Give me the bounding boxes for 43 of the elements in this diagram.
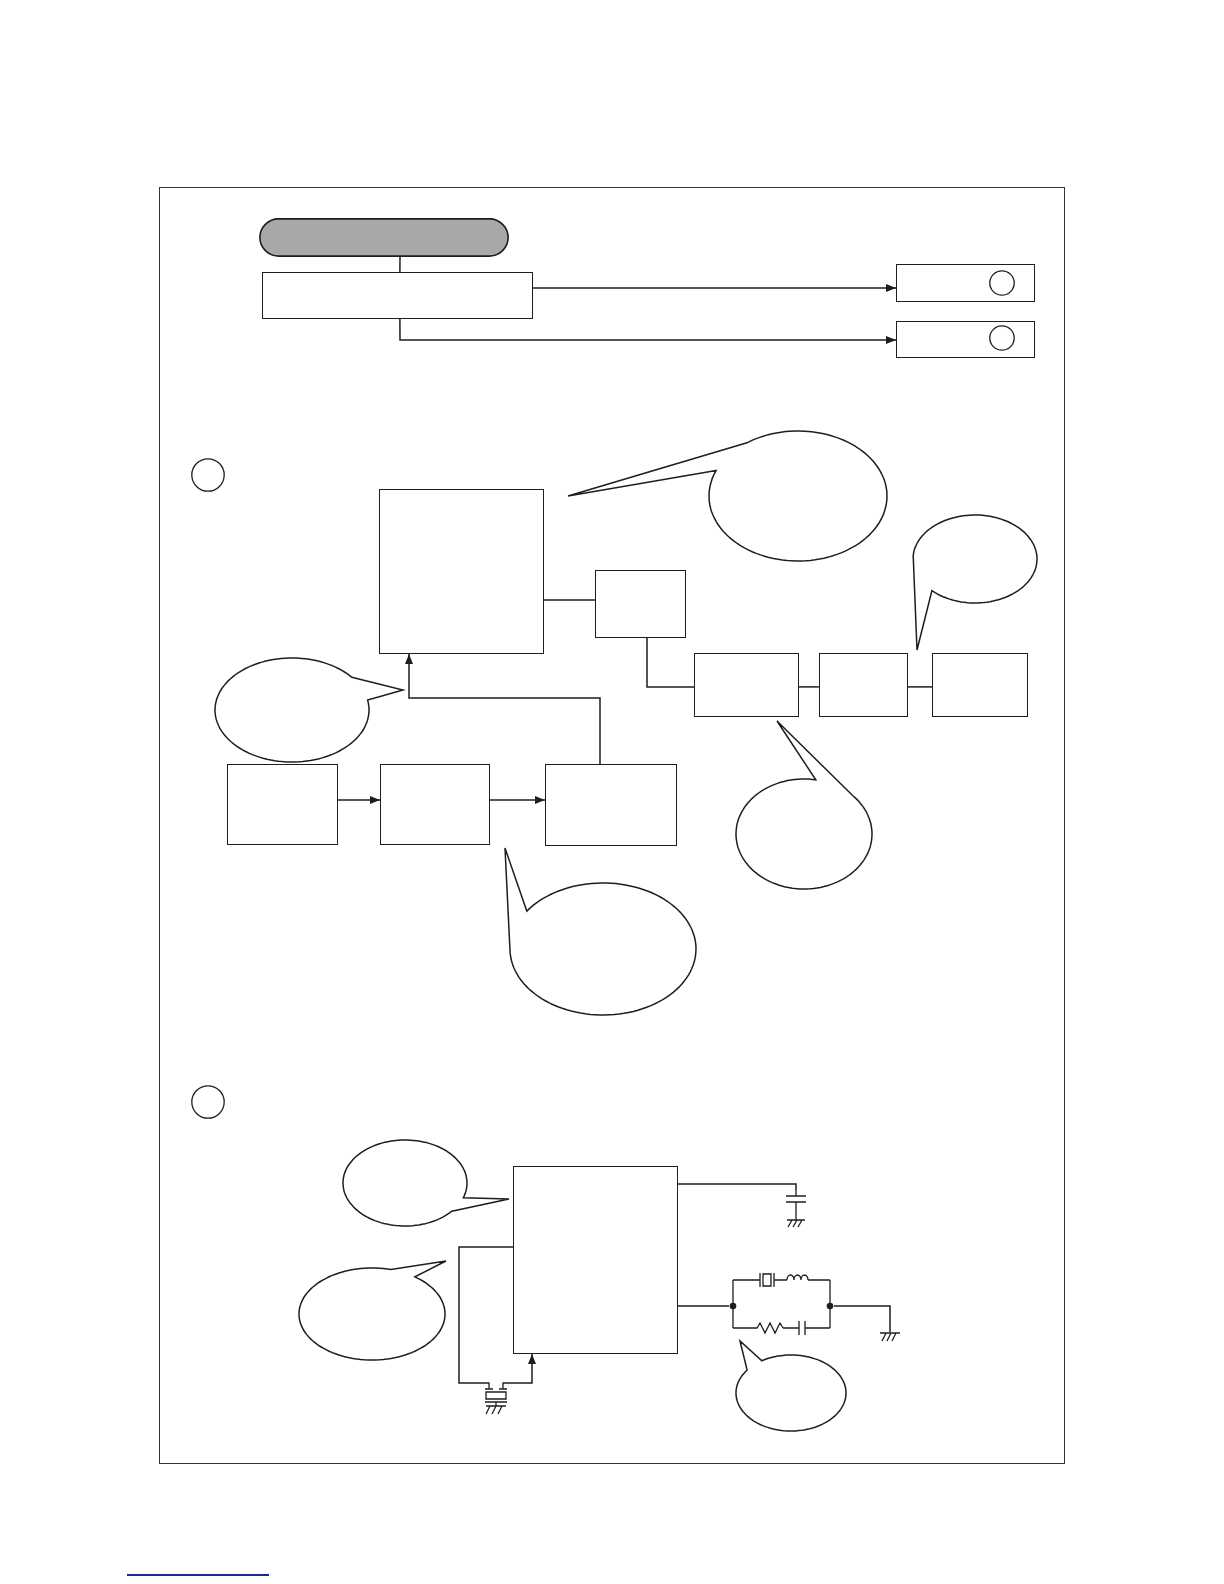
- crystal-filter-drawing: [729, 1272, 834, 1336]
- connector-line: [907, 686, 933, 688]
- connector-line: [798, 686, 820, 688]
- speech-bubble: [342, 1139, 510, 1227]
- block-box: [932, 653, 1028, 717]
- connector-line: [677, 1183, 797, 1191]
- block-box: [513, 1166, 678, 1354]
- ring-icon: [191, 458, 225, 492]
- speech-bubble: [912, 514, 1038, 651]
- speech-bubble: [214, 657, 404, 763]
- ring-icon: [191, 1085, 225, 1119]
- block-box: [545, 764, 677, 846]
- block-box: [227, 764, 338, 845]
- connector-line: [833, 1305, 891, 1333]
- connector-line: [677, 1305, 730, 1307]
- arrow: [399, 318, 897, 344]
- ring-icon: [989, 325, 1016, 352]
- grounded-capacitor-icon: [784, 1190, 808, 1228]
- block-box: [262, 272, 533, 319]
- arrow: [511, 1353, 536, 1384]
- connector-line: [458, 1246, 514, 1384]
- connector-line: [646, 637, 695, 688]
- arrow: [489, 796, 546, 804]
- header-pill: [259, 218, 509, 257]
- block-box: [595, 570, 686, 638]
- arrow: [405, 653, 601, 765]
- speech-bubble: [567, 430, 888, 562]
- block-box: [819, 653, 908, 717]
- speech-bubble: [735, 1340, 847, 1432]
- arrow: [337, 796, 381, 804]
- ring-icon: [989, 270, 1016, 297]
- arrow: [532, 284, 897, 292]
- block-box: [694, 653, 799, 717]
- reference-box: [896, 264, 1035, 302]
- block-box: [379, 489, 544, 654]
- ground-icon: [880, 1332, 900, 1342]
- reference-box: [896, 321, 1035, 358]
- block-box: [380, 764, 490, 845]
- speech-bubble: [735, 720, 873, 890]
- connector-line: [543, 599, 596, 601]
- connector-line: [399, 256, 401, 273]
- speech-bubble: [298, 1260, 447, 1361]
- speech-bubble: [504, 847, 697, 1016]
